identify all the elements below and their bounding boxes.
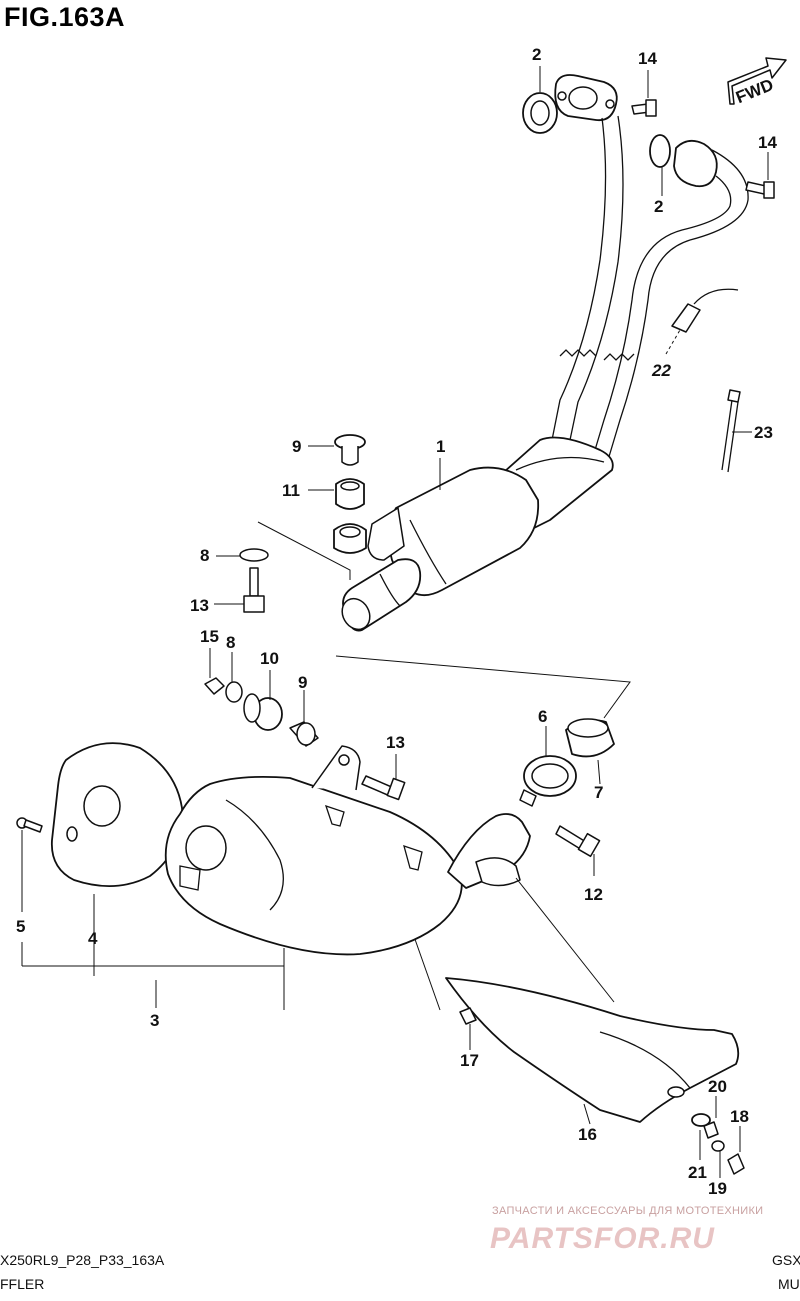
cable-tie — [721, 389, 741, 473]
callout-13: 13 — [190, 596, 209, 615]
exhaust-pipe-assembly — [341, 74, 749, 632]
watermark-caption: ЗАПЧАСТИ И АКСЕССУАРЫ ДЛЯ МОТОТЕХНИКИ — [492, 1205, 764, 1217]
callout-5: 5 — [16, 917, 25, 936]
callout-14: 14 — [638, 49, 657, 68]
footer-figure-code: X250RL9_P28_P33_163A — [0, 1252, 165, 1268]
callout-1: 1 — [436, 437, 445, 456]
callout-19: 19 — [708, 1179, 727, 1198]
collar — [703, 1121, 719, 1139]
bolt — [631, 99, 657, 117]
gasket — [565, 718, 615, 758]
callout-23: 23 — [754, 423, 773, 442]
callout-2: 2 — [654, 197, 663, 216]
clamp — [519, 755, 577, 807]
bolt — [243, 567, 265, 613]
cushion — [334, 434, 366, 466]
collar — [289, 721, 319, 747]
heat-shield — [445, 977, 740, 1123]
fwd-arrow-icon: FWD — [727, 57, 787, 107]
rubber-grommet — [335, 478, 365, 510]
rubber-grommet — [243, 693, 283, 731]
callout-2: 2 — [532, 45, 541, 64]
gasket — [649, 134, 671, 168]
callout-9: 9 — [292, 437, 301, 456]
callout-8: 8 — [200, 546, 209, 565]
rubber-grommet — [691, 1113, 711, 1127]
footer-model-name: MU — [778, 1276, 800, 1292]
bolt — [745, 181, 775, 199]
watermark-logo: PARTSFOR.RU — [490, 1222, 715, 1255]
callout-11: 11 — [282, 481, 300, 500]
callout-13: 13 — [386, 733, 405, 752]
washer — [225, 681, 243, 703]
callout-15: 15 — [200, 627, 219, 646]
callout-9: 9 — [298, 673, 307, 692]
callout-10: 10 — [260, 649, 279, 668]
muffler — [51, 742, 531, 956]
callout-14: 14 — [758, 133, 777, 152]
callout-20: 20 — [708, 1077, 727, 1096]
callout-6: 6 — [538, 707, 547, 726]
washer — [711, 1140, 725, 1152]
collar — [333, 523, 367, 554]
figure-title: FIG.163A — [4, 2, 126, 32]
screw — [16, 817, 43, 833]
footer-model-code: GSX — [772, 1252, 800, 1268]
callout-21: 21 — [688, 1163, 707, 1182]
callout-4: 4 — [88, 929, 98, 948]
callout-3: 3 — [150, 1011, 159, 1030]
callout-17: 17 — [460, 1051, 479, 1070]
callout-18: 18 — [730, 1107, 749, 1126]
callout-8: 8 — [226, 633, 235, 652]
callout-16: 16 — [578, 1125, 597, 1144]
bolt — [727, 1153, 745, 1175]
callout-7: 7 — [594, 783, 603, 802]
o2-sensor — [665, 288, 739, 355]
bolt — [555, 825, 601, 858]
grommet — [459, 1007, 477, 1025]
callout-22: 22 — [651, 361, 671, 380]
footer-section-name: FFLER — [0, 1276, 45, 1292]
washer — [239, 548, 269, 562]
callout-12: 12 — [584, 885, 603, 904]
bolt — [361, 775, 406, 801]
nut — [204, 677, 225, 695]
